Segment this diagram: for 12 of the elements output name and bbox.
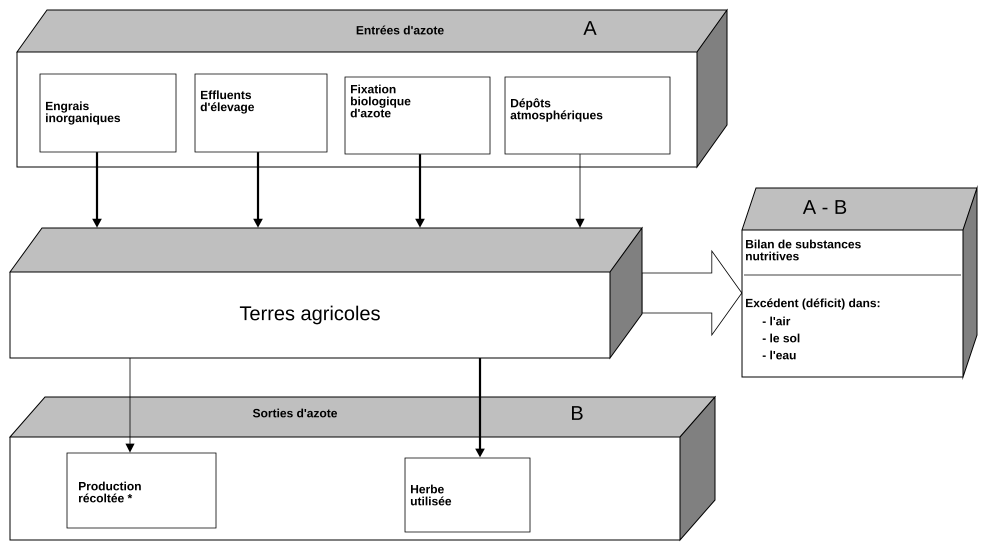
node-label: Entrées d'azote <box>356 26 444 34</box>
node-label: A - B <box>802 200 846 214</box>
text-box: Herbe utilisée <box>404 458 530 532</box>
text-box: Production récoltée * <box>66 452 216 528</box>
text-box: Dépôts atmosphériques <box>504 76 670 154</box>
node-label: B <box>572 406 583 420</box>
text-box: Effluents d'élevage <box>194 74 328 152</box>
block-arrow <box>642 250 742 336</box>
text-box: Fixation biologique d'azote <box>344 76 490 154</box>
text-box: Engrais inorganiques <box>40 74 176 152</box>
node-label: Sorties d'azote <box>252 408 338 418</box>
node-label: A <box>583 21 597 35</box>
